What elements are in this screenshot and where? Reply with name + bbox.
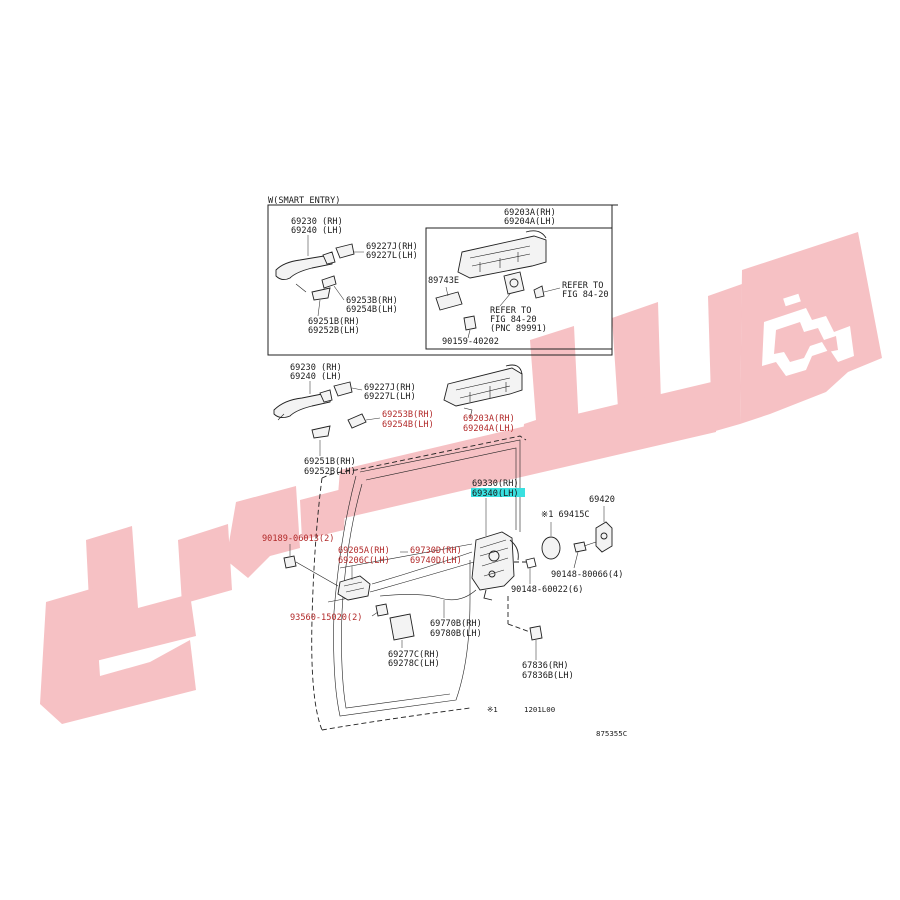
label-69205a-rh: 69205A(RH) [338,546,390,556]
handle-cover-box [335,243,355,259]
smart-entry-title: W(SMART ENTRY) [268,196,340,206]
handle-pad-69251b [311,425,331,439]
cover-69415c [541,536,561,560]
handle-pad-box [321,275,337,289]
label-69206c-lh: 69206C(LH) [338,556,390,566]
handle-pad-2-box [311,287,331,301]
screw-90148-80066 [573,541,587,553]
label-refer-to-2c: (PNC 89991) [490,324,547,334]
handle-cover [333,381,353,397]
label-90159: 90159-40202 [442,337,499,347]
label-69277c-rh: 69277C(RH) [388,650,440,660]
label-69204a-lh: 69204A(LH) [463,424,515,434]
label-refer-to-2a: REFER TO [490,306,531,316]
label-69204a-top-lh: 69204A(LH) [504,217,556,227]
footnotes: ※1 1201L00 875355C [487,705,627,738]
door-outline [311,435,527,731]
cap-box [533,285,545,299]
label-93560: 93560-15020(2) [290,613,362,623]
label-69340-lh: 69340(LH) [472,489,519,499]
footnote-mark: ※1 [487,705,498,714]
label-90148-60022: 90148-60022(6) [511,585,583,595]
label-69227j-rh: 69227J(RH) [364,383,416,393]
handle-pad-69253b [347,413,367,429]
outer-handle [273,393,331,419]
label-69254b-box-lh: 69254B(LH) [346,305,398,315]
watermark-logo [40,232,882,724]
label-69252b-box-lh: 69252B(LH) [308,326,360,336]
label-89743e: 89743E [428,276,459,286]
label-69278c-lh: 69278C(LH) [388,659,440,669]
label-69415c: ※1 69415C [541,510,590,520]
label-69230-box-rh: 69230 (RH) [291,217,343,227]
label-69240-box-lh: 69240 (LH) [291,226,343,236]
label-69253b-rh: 69253B(RH) [382,410,434,420]
label-69227j-box-rh: 69227J(RH) [366,242,418,252]
striker-69420 [595,521,613,553]
highlight-69340 [471,488,525,497]
label-90148-80066: 90148-80066(4) [551,570,623,580]
label-69770b-rh: 69770B(RH) [430,619,482,629]
label-refer-to-2b: FIG 84-20 [490,315,537,325]
label-69230-rh: 69230 (RH) [290,363,342,373]
outer-handle-box [275,255,333,281]
main-handle-assembly: 69230 (RH) 69240 (LH) 69227J(RH) 69227L(… [273,363,523,477]
handle-frame-box [457,235,547,279]
label-69420: 69420 [589,495,615,505]
clip-90189 [283,555,297,569]
lock-cylinder-box [503,271,525,295]
screw-90148-60022 [525,557,537,569]
label-refer-to-1a: REFER TO [562,281,603,291]
label-69203a-rh: 69203A(RH) [463,414,515,424]
smart-entry-box: W(SMART ENTRY) 69203A(RH) 69204A(LH) 692… [267,196,618,356]
label-69330-rh: 69330(RH) [472,479,519,489]
label-69227l-box-lh: 69227L(LH) [366,251,418,261]
label-69203a-top-rh: 69203A(RH) [504,208,556,218]
sensor-89743e [435,291,463,311]
lock-assembly: 69330(RH) 69340(LH) ※1 69415C 69420 9014… [262,479,623,681]
label-69252b-lh: 69252B(LH) [304,467,356,477]
screw-90159 [463,315,477,331]
smart-entry-inner-frame [425,227,613,350]
label-69254b-lh: 69254B(LH) [382,420,434,430]
label-67836-rh: 67836(RH) [522,661,569,671]
label-69227l-lh: 69227L(LH) [364,392,416,402]
inside-handle [337,575,371,601]
label-69253b-box-rh: 69253B(RH) [346,296,398,306]
clip-67836 [529,625,543,641]
label-69780b-lh: 69780B(LH) [430,629,482,639]
label-refer-to-1b: FIG 84-20 [562,290,609,300]
label-69251b-rh: 69251B(RH) [304,457,356,467]
label-67836b-lh: 67836B(LH) [522,671,574,681]
label-69240-lh: 69240 (LH) [290,372,342,382]
label-90189: 90189-06013(2) [262,534,334,544]
footnote-date: 1201L00 [524,705,555,714]
screw-93560 [375,603,389,617]
handle-frame [443,367,523,407]
label-69251b-box-rh: 69251B(RH) [308,317,360,327]
figure-code: 875355C [596,729,627,738]
label-69730d-rh: 69730D(RH) [410,546,462,556]
cover-69277c [389,613,415,641]
label-69740d-lh: 69740D(LH) [410,556,462,566]
